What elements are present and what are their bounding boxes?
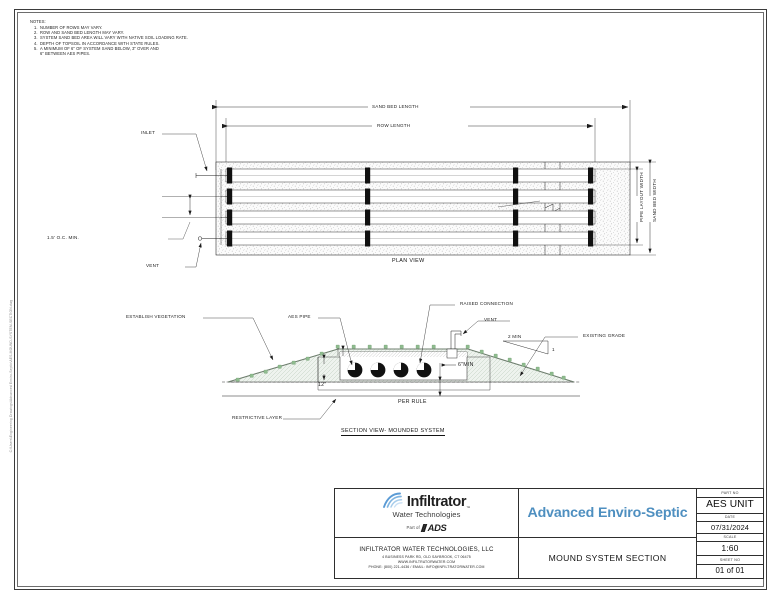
note-item: 1.NUMBER OF ROWS MAY VARY. — [30, 25, 188, 30]
company-address-line: WWW.INFILTRATORWATER.COM — [397, 560, 456, 565]
company-name: INFILTRATOR WATER TECHNOLOGIES, LLC — [359, 545, 494, 553]
field-scale-value: 1:60 — [721, 543, 739, 554]
notes-list: 1.NUMBER OF ROWS MAY VARY.2.ROW AND SAND… — [30, 25, 188, 57]
company-address: 4 BUSINESS PARK RD, OLD SAYBROOK, CT 064… — [368, 555, 484, 570]
dim-label-cover-min: 6"MIN — [458, 362, 474, 368]
section-view-title: SECTION VIEW- MOUNDED SYSTEM — [341, 428, 445, 436]
field-date: DATE 07/31/2024 — [697, 514, 763, 534]
label-vent-section: VENT — [484, 317, 498, 322]
note-number: 1. — [34, 24, 38, 30]
title-block-middle: Advanced Enviro-Septic MOUND SYSTEM SECT… — [519, 489, 697, 578]
margin-file-path-watermark: C:\Users\Engineering Drawings\Advanced E… — [9, 299, 13, 453]
note-text: ROW AND SAND BED LENGTH MAY VARY. — [40, 30, 125, 36]
drawing-title-cell: MOUND SYSTEM SECTION — [519, 538, 696, 578]
field-date-value: 07/31/2024 — [711, 522, 749, 532]
field-scale-label: SCALE — [697, 534, 763, 543]
field-part-no: PART NO AES UNIT — [697, 489, 763, 514]
notes-block: NOTES: 1.NUMBER OF ROWS MAY VARY.2.ROW A… — [30, 19, 188, 57]
note-item: 2.ROW AND SAND BED LENGTH MAY VARY. — [30, 30, 188, 35]
company-address-line: 4 BUSINESS PARK RD, OLD SAYBROOK, CT 064… — [382, 554, 471, 559]
title-block: Infiltrator ™ Water Technologies Part of… — [334, 488, 764, 579]
ads-wordmark: ADS — [427, 522, 447, 534]
note-text: A MINIMUM OF 6" OF SYSTEM SAND BELOW, 3"… — [40, 46, 159, 52]
field-sheet-no: SHEET NO 01 of 01 — [697, 556, 763, 578]
dim-label-oc-spacing: 1.5' O.C. MIN. — [47, 235, 80, 240]
company-address-line: PHONE: (800) 221-4436 / EMAIL: INFO@INFI… — [368, 565, 485, 570]
note-item: 3.SYSTEM SAND BED AREA WILL VARY WITH NA… — [30, 35, 188, 40]
field-part-no-label: PART NO — [697, 490, 763, 499]
company-info-cell: INFILTRATOR WATER TECHNOLOGIES, LLC 4 BU… — [335, 538, 518, 578]
notes-title: NOTES: — [30, 19, 46, 24]
dim-label-pipe-layout-width: PIPE LAYOUT WIDTH — [639, 172, 644, 222]
brand-cell: Advanced Enviro-Septic — [519, 489, 696, 538]
logo-trademark: ™ — [466, 504, 471, 510]
dim-label-slope-rise: 1 — [552, 347, 555, 352]
label-vent-plan: VENT — [146, 263, 160, 268]
sheet-border-inner — [17, 12, 764, 587]
note-item: 5.A MINIMUM OF 6" OF SYSTEM SAND BELOW, … — [30, 46, 188, 51]
label-raised-connection: RAISED CONNECTION — [460, 301, 513, 306]
note-number: 4. — [34, 40, 38, 46]
label-establish-vegetation: ESTABLISH VEGETATION — [126, 314, 186, 319]
drawing-title: MOUND SYSTEM SECTION — [548, 553, 667, 563]
label-aes-pipe: AES PIPE — [288, 314, 311, 319]
note-number: 5. — [34, 46, 38, 52]
brand-title: Advanced Enviro-Septic — [527, 505, 688, 521]
label-restrictive-layer: RESTRICTIVE LAYER — [232, 415, 283, 420]
note-text: 6" BETWEEN AES PIPES. — [40, 51, 91, 57]
label-existing-grade: EXISTING GRADE — [583, 333, 626, 338]
dim-label-depth: 12" — [318, 382, 327, 388]
note-text: SYSTEM SAND BED AREA WILL VARY WITH NATI… — [40, 35, 188, 41]
logo-cell: Infiltrator ™ Water Technologies Part of… — [335, 489, 518, 538]
logo-tagline: Water Technologies — [392, 510, 461, 519]
sheet-border-outer — [14, 9, 767, 590]
note-number: 2. — [34, 30, 38, 36]
title-block-left: Infiltrator ™ Water Technologies Part of… — [335, 489, 519, 578]
field-scale: SCALE 1:60 — [697, 534, 763, 556]
ads-logo: ADS — [420, 520, 447, 536]
infiltrator-waves-icon — [382, 492, 406, 509]
plan-view-title: PLAN VIEW — [392, 258, 425, 264]
title-block-right: PART NO AES UNIT DATE 07/31/2024 SCALE 1… — [697, 489, 763, 578]
logo-part-of-label: Part of — [406, 525, 420, 531]
field-date-label: DATE — [697, 514, 763, 522]
field-sheet-no-value: 01 of 01 — [715, 566, 745, 576]
label-inlet: INLET — [141, 130, 156, 135]
note-text: DEPTH OF TOPSOIL IN ACCORDANCE WITH STAT… — [40, 40, 160, 46]
infiltrator-logo: Infiltrator ™ Water Technologies Part of… — [382, 492, 471, 536]
dim-label-row-length: ROW LENGTH — [377, 122, 411, 128]
note-number: 3. — [34, 35, 38, 41]
dim-label-per-rule: PER RULE — [398, 399, 427, 405]
dim-label-sand-bed-length: SAND BED LENGTH — [372, 103, 419, 109]
note-item: 6" BETWEEN AES PIPES. — [30, 51, 188, 56]
field-part-no-value: AES UNIT — [706, 499, 754, 511]
logo-name: Infiltrator — [406, 494, 467, 511]
dim-label-sand-bed-width: SAND BED WIDTH — [652, 179, 657, 222]
field-sheet-no-label: SHEET NO — [697, 557, 763, 566]
note-item: 4.DEPTH OF TOPSOIL IN ACCORDANCE WITH ST… — [30, 41, 188, 46]
note-text: NUMBER OF ROWS MAY VARY. — [40, 24, 103, 30]
dim-label-slope-run: 2 MIN — [508, 334, 522, 339]
